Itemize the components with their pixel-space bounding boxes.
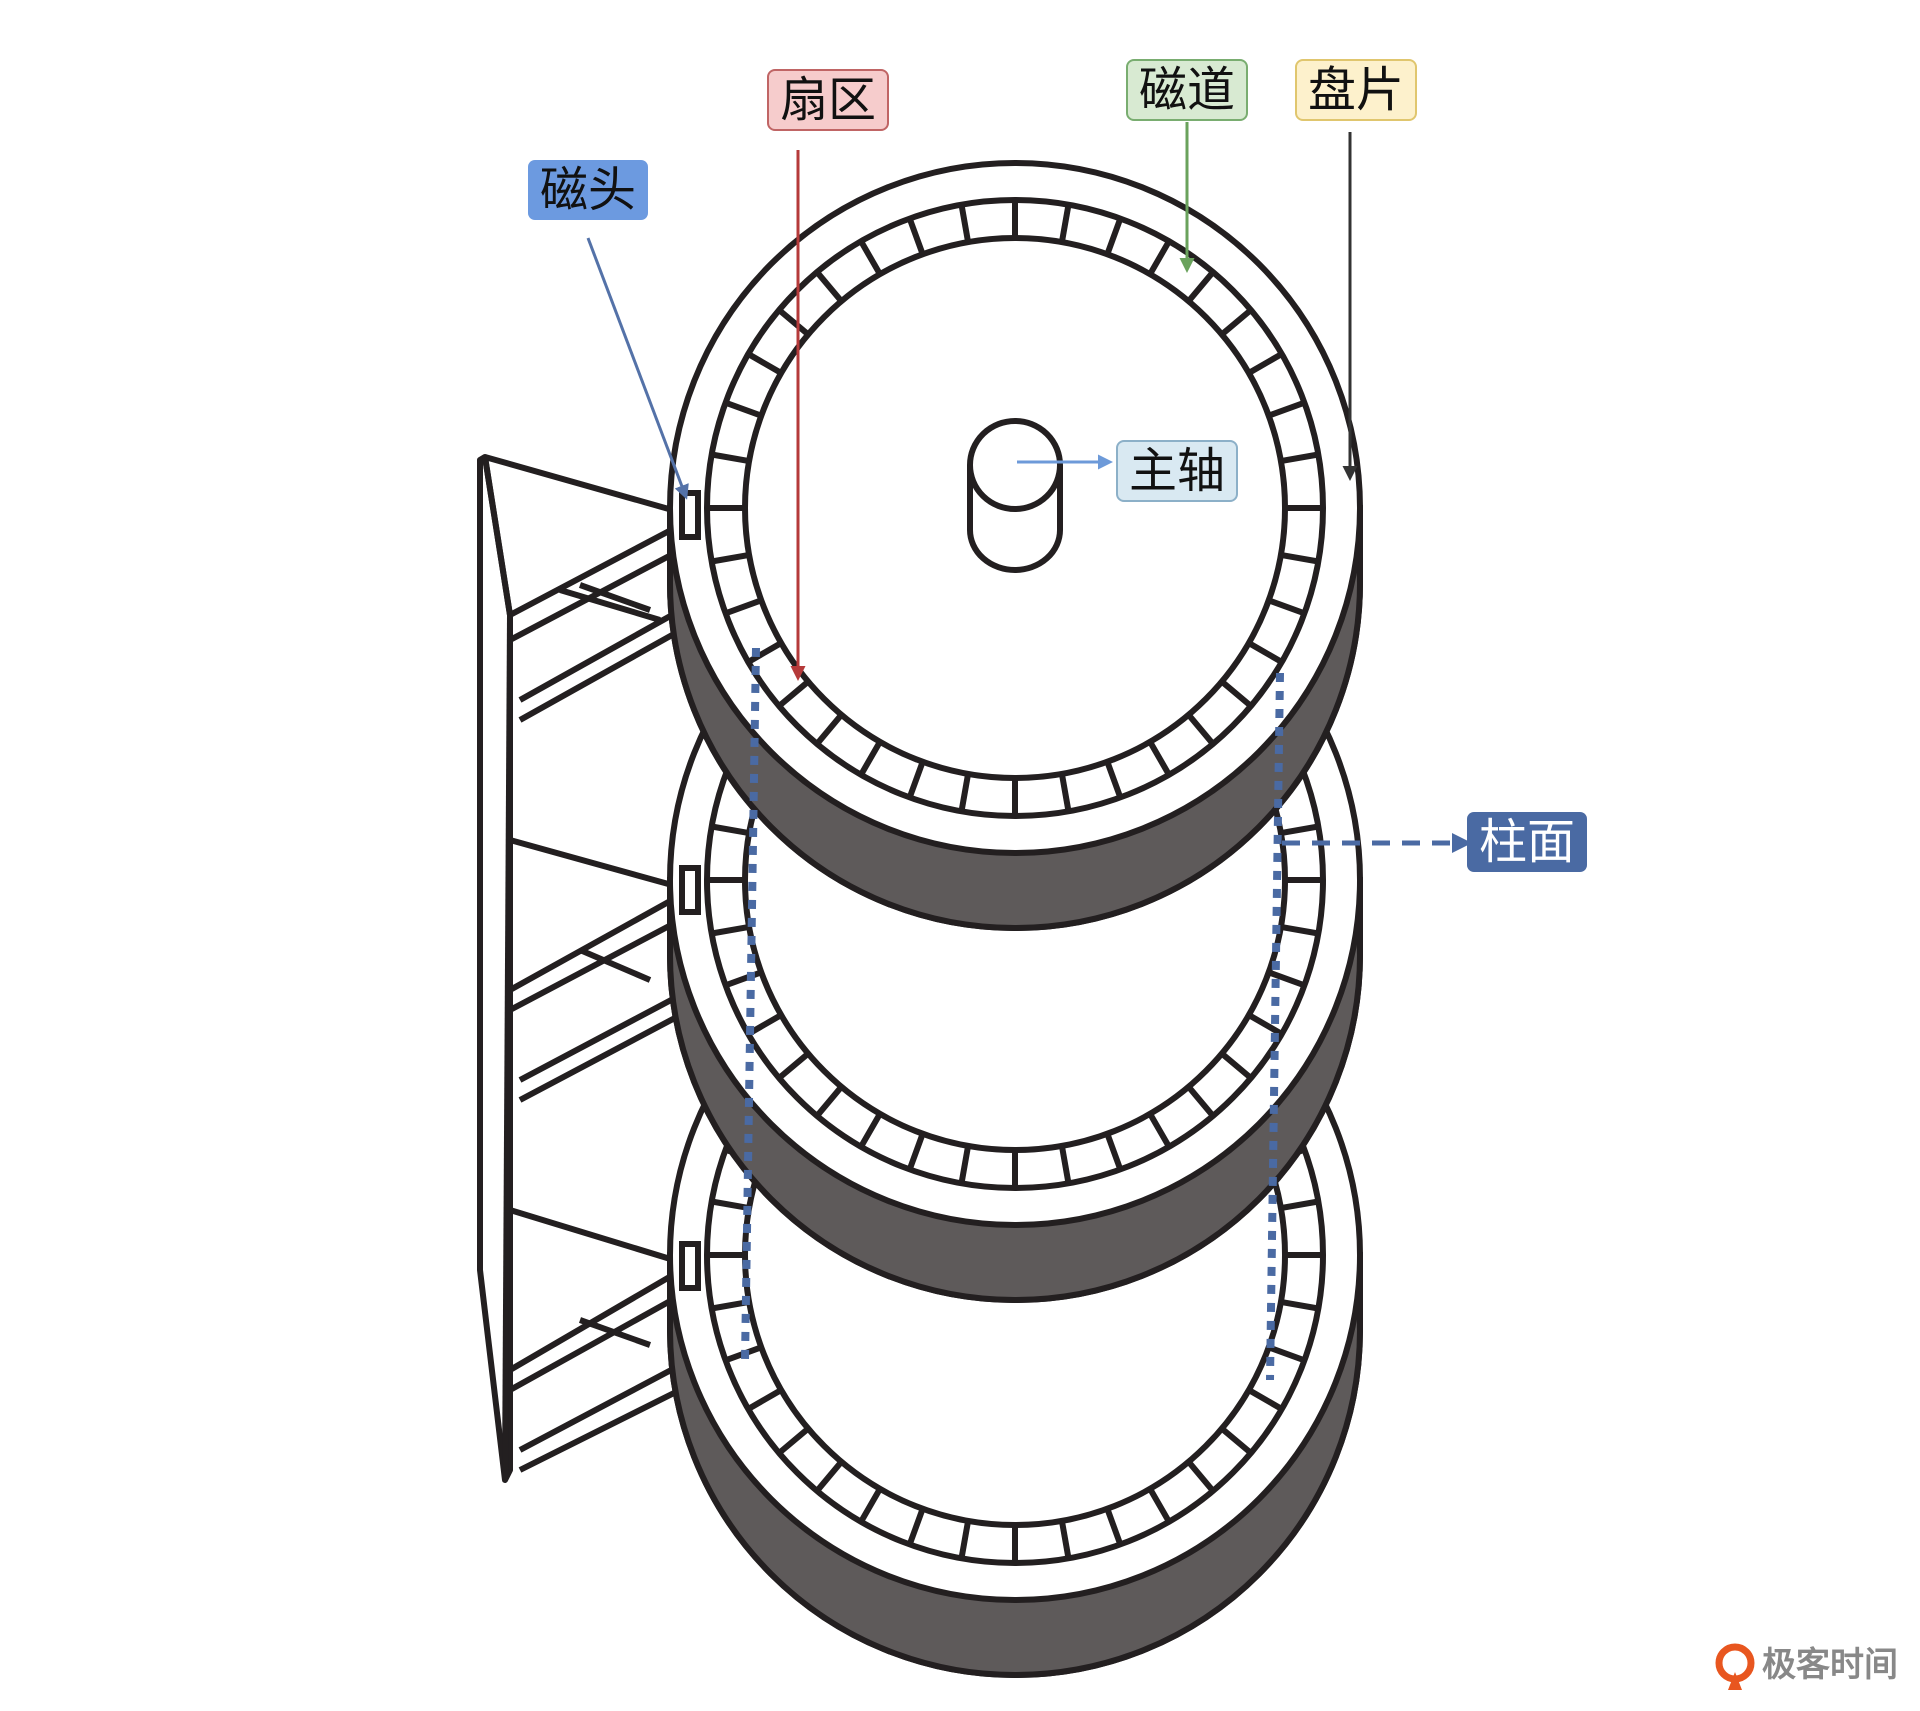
sector-divider — [1219, 1426, 1253, 1456]
brand-name: 极客时间 — [1762, 1645, 1898, 1685]
sector-divider — [1104, 1132, 1124, 1171]
sector-divider — [1219, 1051, 1253, 1081]
sector-divider — [958, 1520, 972, 1559]
sector-divider — [1186, 270, 1216, 304]
read-write-heads — [679, 490, 701, 1291]
read-write-head-bottom — [679, 1241, 701, 1291]
sector-divider — [858, 740, 883, 777]
sector-divider — [1280, 923, 1319, 937]
sector-divider — [958, 204, 972, 243]
sector-divider — [1219, 679, 1253, 709]
brand-watermark: 极客时间 — [1715, 1643, 1898, 1690]
sector-label: 扇区 — [767, 69, 889, 131]
platter-top — [667, 160, 1363, 931]
sector-divider — [906, 1132, 926, 1171]
sector-divider — [1104, 760, 1124, 799]
sector-divider — [814, 270, 844, 304]
read-write-head-top — [679, 490, 701, 540]
sector-divider — [1147, 740, 1172, 777]
sector-divider — [1147, 239, 1172, 276]
sector-divider — [711, 551, 750, 565]
sector-divider — [1267, 1344, 1306, 1364]
sector-divider — [724, 969, 763, 989]
cylinder-label-text: 柱面 — [1479, 814, 1575, 870]
sector-divider — [906, 1507, 926, 1546]
callout-arrows — [586, 122, 1472, 853]
sector-divider — [1267, 969, 1306, 989]
sector-divider — [711, 823, 750, 837]
sector-divider — [777, 307, 811, 337]
sector-divider — [1247, 1012, 1284, 1037]
sector-divider — [1247, 640, 1284, 665]
head-label: 磁头 — [528, 160, 648, 220]
track-label: 磁道 — [1126, 59, 1248, 121]
sector-divider — [1280, 551, 1319, 565]
sector-divider — [1280, 1298, 1319, 1312]
sector-divider — [906, 217, 926, 256]
platter-label-text: 盘片 — [1308, 62, 1404, 118]
sector-divider — [1147, 1487, 1172, 1524]
brand-logo-icon — [1715, 1643, 1755, 1690]
sector-divider — [814, 712, 844, 746]
head-label-text: 磁头 — [540, 162, 636, 218]
sector-divider — [777, 1426, 811, 1456]
platter-label: 盘片 — [1295, 59, 1417, 121]
sector-divider — [1104, 1507, 1124, 1546]
platter-stack — [667, 160, 1363, 1678]
sector-divider — [858, 1487, 883, 1524]
sector-divider — [1104, 217, 1124, 256]
sector-divider — [711, 923, 750, 937]
sector-divider — [724, 597, 763, 617]
sector-divider — [814, 1084, 844, 1118]
sector-divider — [1247, 351, 1284, 376]
spindle-label: 主轴 — [1116, 440, 1238, 502]
head-arrow — [586, 237, 689, 500]
sector-divider — [858, 239, 883, 276]
sector-label-text: 扇区 — [780, 72, 876, 128]
sector-divider — [1186, 1084, 1216, 1118]
sector-divider — [1280, 1198, 1319, 1212]
sector-divider — [1186, 712, 1216, 746]
sector-divider — [858, 1112, 883, 1149]
actuator-arm-frame — [477, 454, 692, 1483]
sector-divider — [1267, 399, 1306, 419]
sector-divider — [958, 1145, 972, 1184]
spindle-shaft — [967, 418, 1063, 573]
sector-divider — [1219, 307, 1253, 337]
spindle-label-text: 主轴 — [1129, 443, 1225, 499]
sector-divider — [1058, 204, 1072, 243]
sector-divider — [1280, 823, 1319, 837]
read-write-head-middle — [679, 865, 701, 915]
sector-divider — [1267, 597, 1306, 617]
sector-divider — [1058, 1520, 1072, 1559]
sector-divider — [1186, 1459, 1216, 1493]
sector-divider — [814, 1459, 844, 1493]
sector-divider — [746, 1387, 783, 1412]
sector-divider — [711, 451, 750, 465]
sector-divider — [906, 760, 926, 799]
cylinder-label: 柱面 — [1467, 812, 1587, 872]
sector-divider — [1058, 1145, 1072, 1184]
sector-divider — [777, 1051, 811, 1081]
sector-divider — [1247, 1387, 1284, 1412]
sector-divider — [724, 399, 763, 419]
sector-divider — [1058, 773, 1072, 812]
sector-divider — [958, 773, 972, 812]
track-label-text: 磁道 — [1139, 62, 1235, 118]
sector-divider — [1280, 451, 1319, 465]
sector-divider — [711, 1198, 750, 1212]
sector-divider — [1147, 1112, 1172, 1149]
sector-divider — [777, 679, 811, 709]
sector-divider — [746, 640, 783, 665]
sector-divider — [746, 351, 783, 376]
